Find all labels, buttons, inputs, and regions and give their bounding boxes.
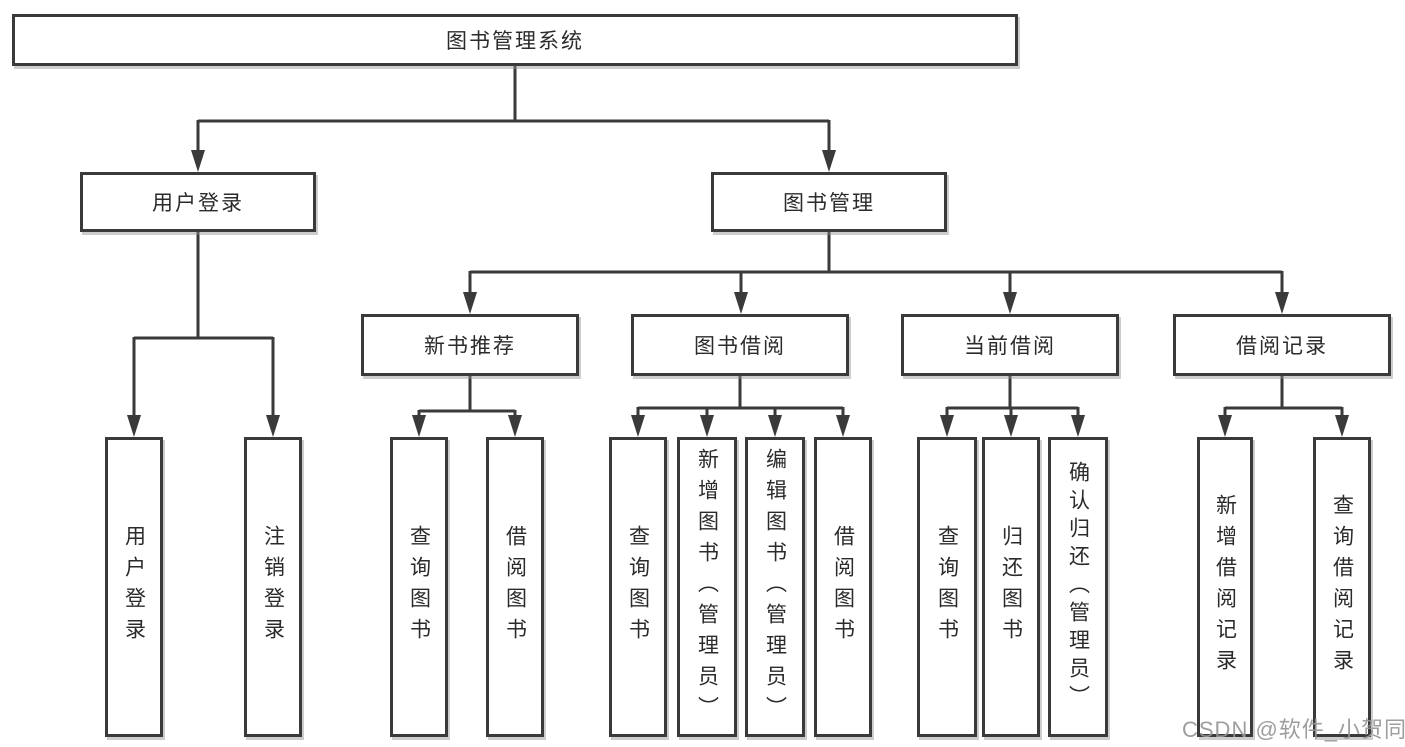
node-current-borrow-label: 当前借阅 <box>964 335 1056 358</box>
leaf-add-borrow-record-label: 新增借阅记录 <box>1213 494 1237 680</box>
node-book-management: 图书管理 <box>711 172 947 232</box>
leaf-query-borrow-record: 查询借阅记录 <box>1313 437 1371 737</box>
node-current-borrow: 当前借阅 <box>901 314 1119 376</box>
leaf-confirm-return-admin: 确认归还（管理员） <box>1048 437 1108 737</box>
leaf-logout: 注销登录 <box>244 437 302 737</box>
leaf-query-books-current-label: 查询图书 <box>935 525 959 649</box>
leaf-query-books-recommend: 查询图书 <box>390 437 448 737</box>
node-book-management-label: 图书管理 <box>783 192 875 215</box>
leaf-edit-books-admin-label: 编辑图书（管理员） <box>763 447 787 727</box>
leaf-user-login-label: 用户登录 <box>122 525 146 649</box>
leaf-query-books-borrow-label: 查询图书 <box>626 525 650 649</box>
leaf-add-borrow-record: 新增借阅记录 <box>1197 437 1253 737</box>
node-borrow-records: 借阅记录 <box>1173 314 1391 376</box>
leaf-borrow-books-recommend-label: 借阅图书 <box>503 525 527 649</box>
node-root-label: 图书管理系统 <box>446 30 584 53</box>
leaf-borrow-books-recommend: 借阅图书 <box>486 437 544 737</box>
leaf-borrow-books-label: 借阅图书 <box>831 525 855 649</box>
node-user-login-branch: 用户登录 <box>80 172 316 232</box>
node-new-book-recommend: 新书推荐 <box>361 314 579 376</box>
leaf-return-books: 归还图书 <box>982 437 1040 737</box>
node-borrow-records-label: 借阅记录 <box>1236 335 1328 358</box>
node-book-borrow-label: 图书借阅 <box>694 335 786 358</box>
node-root-system: 图书管理系统 <box>12 14 1018 66</box>
leaf-return-books-label: 归还图书 <box>999 525 1023 649</box>
leaf-edit-books-admin: 编辑图书（管理员） <box>745 437 805 737</box>
node-book-borrow: 图书借阅 <box>631 314 849 376</box>
leaf-query-books-current: 查询图书 <box>917 437 977 737</box>
arrowheads <box>127 150 1349 437</box>
csdn-watermark: CSDN @软件_小贺同学 <box>1182 717 1405 742</box>
leaf-query-borrow-record-label: 查询借阅记录 <box>1330 494 1354 680</box>
leaf-add-books-admin: 新增图书（管理员） <box>677 437 737 737</box>
node-new-book-recommend-label: 新书推荐 <box>424 335 516 358</box>
leaf-user-login: 用户登录 <box>105 437 163 737</box>
leaf-query-books-borrow: 查询图书 <box>609 437 667 737</box>
leaf-borrow-books: 借阅图书 <box>814 437 872 737</box>
leaf-query-books-recommend-label: 查询图书 <box>407 525 431 649</box>
leaf-logout-label: 注销登录 <box>261 525 285 649</box>
leaf-add-books-admin-label: 新增图书（管理员） <box>695 447 719 727</box>
node-user-login-label: 用户登录 <box>152 192 244 215</box>
leaf-confirm-return-admin-label: 确认归还（管理员） <box>1066 461 1090 713</box>
